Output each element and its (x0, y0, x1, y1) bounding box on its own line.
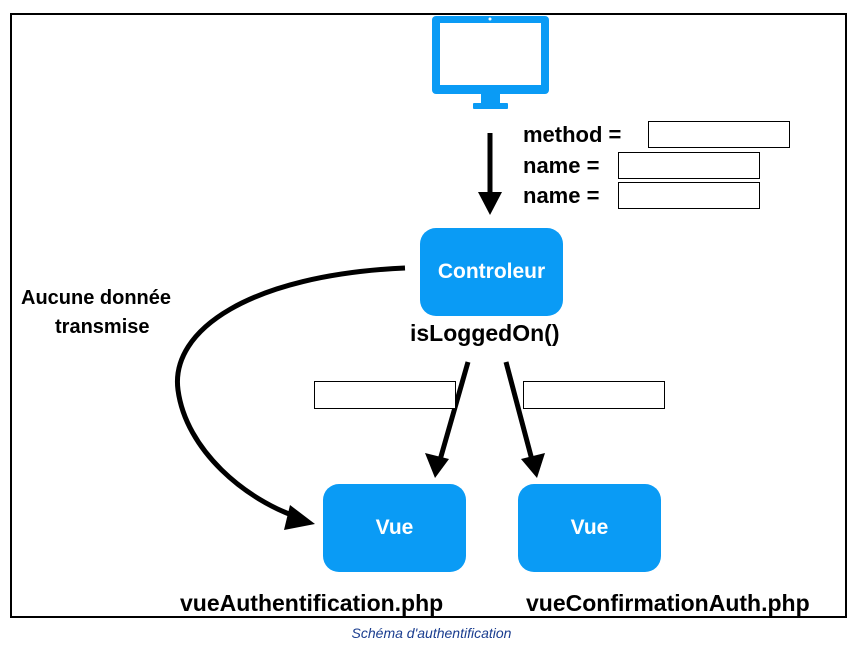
form-label-name-2: name = (523, 183, 600, 208)
vue-auth-label: Vue (375, 516, 414, 539)
vue-auth-node: Vue (323, 484, 466, 572)
arrowhead-controller-to-vue-confirm (521, 453, 545, 478)
form-label-name-1: name = (523, 153, 600, 178)
method-field[interactable] (648, 121, 790, 148)
arrowhead-controller-to-vue-auth (425, 453, 449, 478)
diagram-frame (10, 13, 847, 618)
branch-box-left[interactable] (314, 381, 456, 409)
vue-confirm-label: Vue (570, 516, 609, 539)
name-field-1[interactable] (618, 152, 760, 179)
vue-confirm-node: Vue (518, 484, 661, 572)
arrowhead-no-data-curve (284, 505, 315, 530)
name-field-2[interactable] (618, 182, 760, 209)
no-data-annotation-line2: transmise (55, 316, 150, 338)
controller-node: Controleur (420, 228, 563, 316)
branch-box-right[interactable] (523, 381, 665, 409)
figure-caption: Schéma d'authentification (351, 625, 512, 641)
arrow-controller-to-vue-auth (437, 361, 471, 461)
vue-auth-file: vueAuthentification.php (180, 590, 444, 616)
controller-function: isLoggedOn() (410, 320, 560, 346)
arrow-no-data-curve (174, 265, 406, 521)
arrowhead-client-to-controller (478, 192, 502, 215)
arrow-controller-to-vue-confirm (503, 361, 535, 461)
vue-confirm-file: vueConfirmationAuth.php (526, 590, 810, 616)
form-label-method: method = (523, 122, 622, 147)
no-data-annotation-line1: Aucune donnée (21, 287, 172, 309)
controller-label: Controleur (437, 260, 546, 283)
